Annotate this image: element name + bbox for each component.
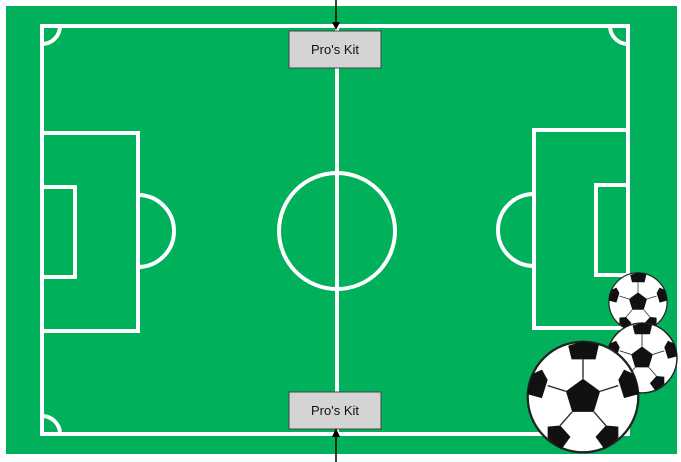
soccer-ball-icon [527, 341, 639, 452]
top-kit-label: Pro's Kit [311, 42, 359, 57]
bottom-kit-label: Pro's Kit [311, 403, 359, 418]
soccer-ball-icon [609, 273, 668, 332]
